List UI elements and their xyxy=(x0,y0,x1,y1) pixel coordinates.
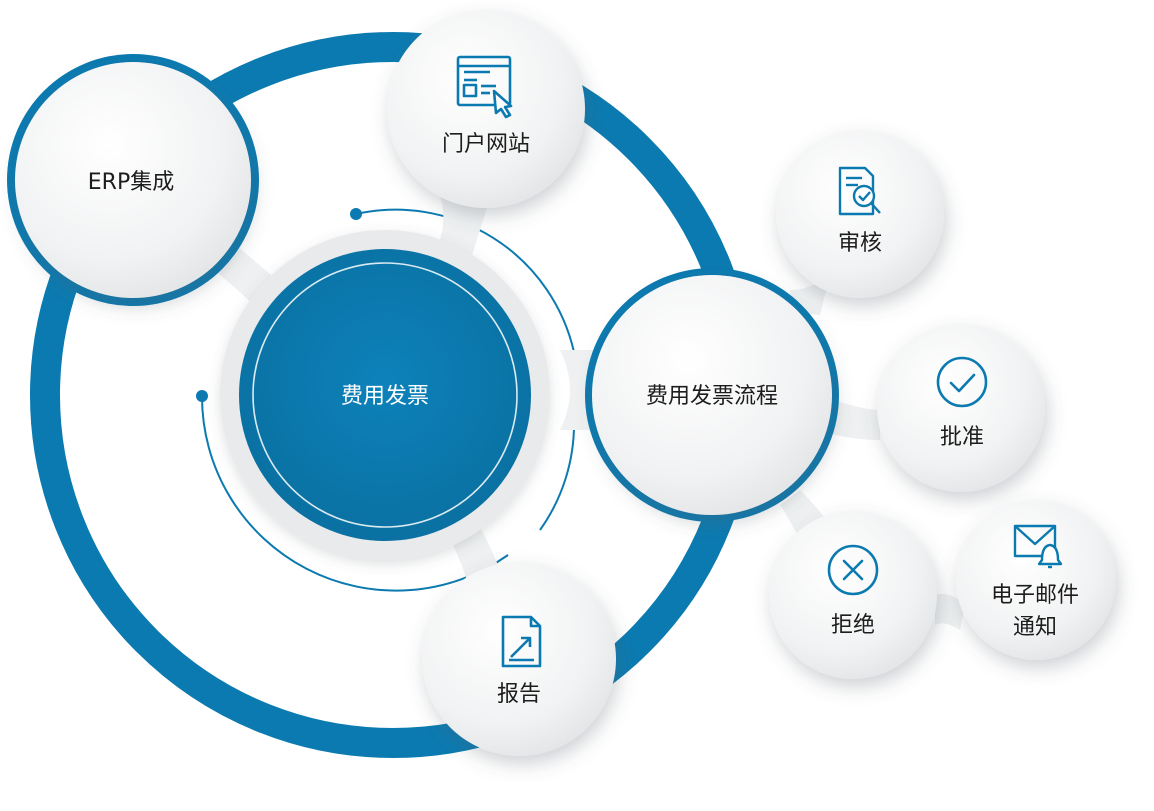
portal-label: 门户网站 xyxy=(442,132,530,157)
process-label: 费用发票流程 xyxy=(646,384,778,409)
center-bubble-ring xyxy=(252,262,518,528)
center-bubble[interactable] xyxy=(239,249,531,541)
orbit-dot-left xyxy=(196,390,208,402)
inner-orbit-arc-top xyxy=(355,208,575,353)
email-label-line1: 电子邮件 xyxy=(991,583,1079,608)
x-circle-icon xyxy=(827,544,879,596)
web-page-cursor-icon xyxy=(456,55,513,119)
inner-orbit-arc-right xyxy=(539,419,576,531)
erp-bubble-inner xyxy=(15,62,251,298)
process-bubble-inner xyxy=(592,275,832,515)
email-bubble[interactable] xyxy=(956,500,1116,660)
erp-label: ERP集成 xyxy=(88,170,174,195)
center-label: 费用发票 xyxy=(341,384,429,409)
orbit-dot-top xyxy=(350,208,362,220)
reject-label: 拒绝 xyxy=(831,613,875,638)
mail-bell-icon xyxy=(1013,524,1063,569)
report-label: 报告 xyxy=(497,682,541,707)
approve-bubble[interactable] xyxy=(877,324,1045,492)
email-label-line2: 通知 xyxy=(1013,615,1057,640)
check-circle-icon xyxy=(936,356,988,408)
inner-orbit-arc-left xyxy=(200,395,509,592)
review-label: 审核 xyxy=(838,231,882,256)
document-search-icon xyxy=(838,166,881,216)
approve-label: 批准 xyxy=(940,425,984,450)
portal-bubble[interactable] xyxy=(387,10,585,208)
chart-document-icon xyxy=(501,615,542,668)
